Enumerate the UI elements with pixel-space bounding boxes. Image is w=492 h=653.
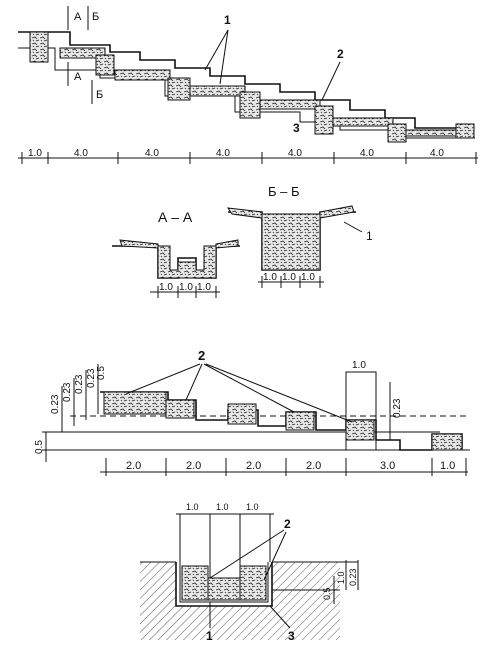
trench-fill: [95, 54, 115, 76]
trench-fill: [189, 85, 246, 97]
block-fill: [103, 391, 167, 415]
panel-1-profile: А Б А Б 1 2 3 1.0 4.0 4.0 4.0 4.0 4.0 4.…: [18, 6, 478, 164]
section-mark-a: А: [74, 71, 82, 83]
callout-2: 2: [337, 47, 344, 61]
dim-label: 3.0: [380, 460, 395, 472]
right-dim: 1.0: [336, 571, 346, 584]
dim-label: 4.0: [216, 148, 230, 159]
left-dim: 0.23: [50, 394, 61, 414]
right-dim: 0.23: [392, 398, 403, 418]
trench-fill: [239, 91, 261, 119]
lower-boundary: [18, 47, 475, 139]
trench-fill: [405, 129, 457, 137]
trench-fill: [332, 117, 394, 127]
callout-leader: [263, 531, 287, 581]
section-b-fill: [261, 213, 321, 271]
top-dim: 1.0: [216, 502, 229, 512]
callout-leader: [185, 363, 203, 401]
dim-label: 1.0: [197, 282, 211, 293]
top-dim: 1.0: [246, 502, 259, 512]
panel-4-trench: 1.0 1.0 1.0 0.5 1.0 0.23 2 1 3: [140, 502, 359, 643]
left-dim: 0.5: [34, 440, 45, 454]
trench-fill: [455, 123, 475, 139]
dim-label: 4.0: [145, 148, 159, 159]
dim-label: 2.0: [246, 460, 261, 472]
section-a-surface: [215, 239, 239, 249]
dim-label: 4.0: [288, 148, 302, 159]
ground-hatch: [140, 562, 340, 640]
trench-fill: [114, 69, 171, 81]
block-fill: [431, 433, 463, 451]
callout-1: 1: [224, 13, 231, 27]
callout-leader: [205, 363, 353, 423]
callout-3: 3: [288, 629, 295, 643]
callout-leader: [204, 29, 229, 71]
block-fill: [345, 419, 375, 441]
section-b-surface: [226, 207, 263, 219]
callout-2: 2: [284, 517, 291, 531]
section-title-b: Б – Б: [268, 184, 300, 199]
trench-fill: [29, 31, 49, 63]
section-b-surface: [319, 205, 355, 219]
trench-fill: [239, 565, 267, 601]
left-dim: 0.23: [74, 374, 85, 394]
dim-label: 4.0: [430, 148, 444, 159]
section-mark-a: А: [74, 11, 82, 23]
trench-outline: [175, 562, 273, 607]
trench-fill: [387, 123, 407, 143]
top-dim: 1.0: [186, 502, 199, 512]
dim-label: 2.0: [306, 460, 321, 472]
right-dim: 0.5: [322, 587, 332, 600]
callout-3: 3: [293, 121, 300, 135]
dim-label: 4.0: [360, 148, 374, 159]
dim-label: 1.0: [159, 282, 173, 293]
dim-label: 1.0: [179, 282, 193, 293]
dim-label: 1.0: [28, 148, 42, 159]
section-mark-b: Б: [92, 11, 99, 23]
trench-fill: [181, 565, 209, 601]
callout-leader: [219, 29, 229, 85]
callout-1: 1: [206, 629, 213, 643]
block-fill: [285, 411, 315, 431]
section-mark-b: Б: [96, 89, 103, 101]
trench-fill: [207, 577, 241, 601]
callout-1: 1: [366, 229, 373, 243]
section-a-fill: [157, 245, 217, 279]
trench-fill: [314, 105, 334, 135]
dim-label: 1.0: [440, 460, 455, 472]
callout-leader: [203, 363, 295, 413]
trench-fill: [167, 77, 191, 101]
dim-label: 4.0: [74, 148, 88, 159]
callout-leader: [269, 605, 291, 629]
left-dim: 0.23: [62, 382, 73, 402]
dim-label: 1.0: [301, 272, 315, 283]
dimension-ticks: [21, 152, 477, 164]
callout-leader: [343, 221, 363, 233]
callout-leader: [125, 363, 201, 395]
left-dim: 0.5: [96, 366, 107, 380]
stepped-outline: [100, 391, 463, 451]
panel-2-sections: А – А Б – Б 1.0 1.0 1.0 1 1.0 1.0 1.0: [112, 184, 373, 298]
top-dim: 1.0: [352, 360, 366, 371]
right-dim: 0.23: [348, 568, 358, 586]
block-fill: [227, 403, 257, 425]
dim-label: 1.0: [282, 272, 296, 283]
dimension-ticks: [105, 458, 467, 476]
trench-liner: [179, 562, 269, 603]
callout-2: 2: [198, 348, 205, 363]
dim-label: 1.0: [263, 272, 277, 283]
callout-leader: [321, 61, 341, 101]
panel-3-profile: 1.0 0.23 2 0.5 0.23 0.23 0.23 0.23 0.5: [34, 348, 470, 476]
section-a-surface: [119, 239, 159, 249]
trench-fill: [259, 99, 321, 110]
left-dim: 0.23: [86, 368, 97, 388]
trench-fill: [59, 47, 106, 59]
block-fill: [165, 399, 195, 419]
callout-leader: [209, 529, 285, 579]
dim-label: 2.0: [186, 460, 201, 472]
dim-label: 2.0: [126, 460, 141, 472]
section-title-a: А – А: [158, 209, 193, 225]
